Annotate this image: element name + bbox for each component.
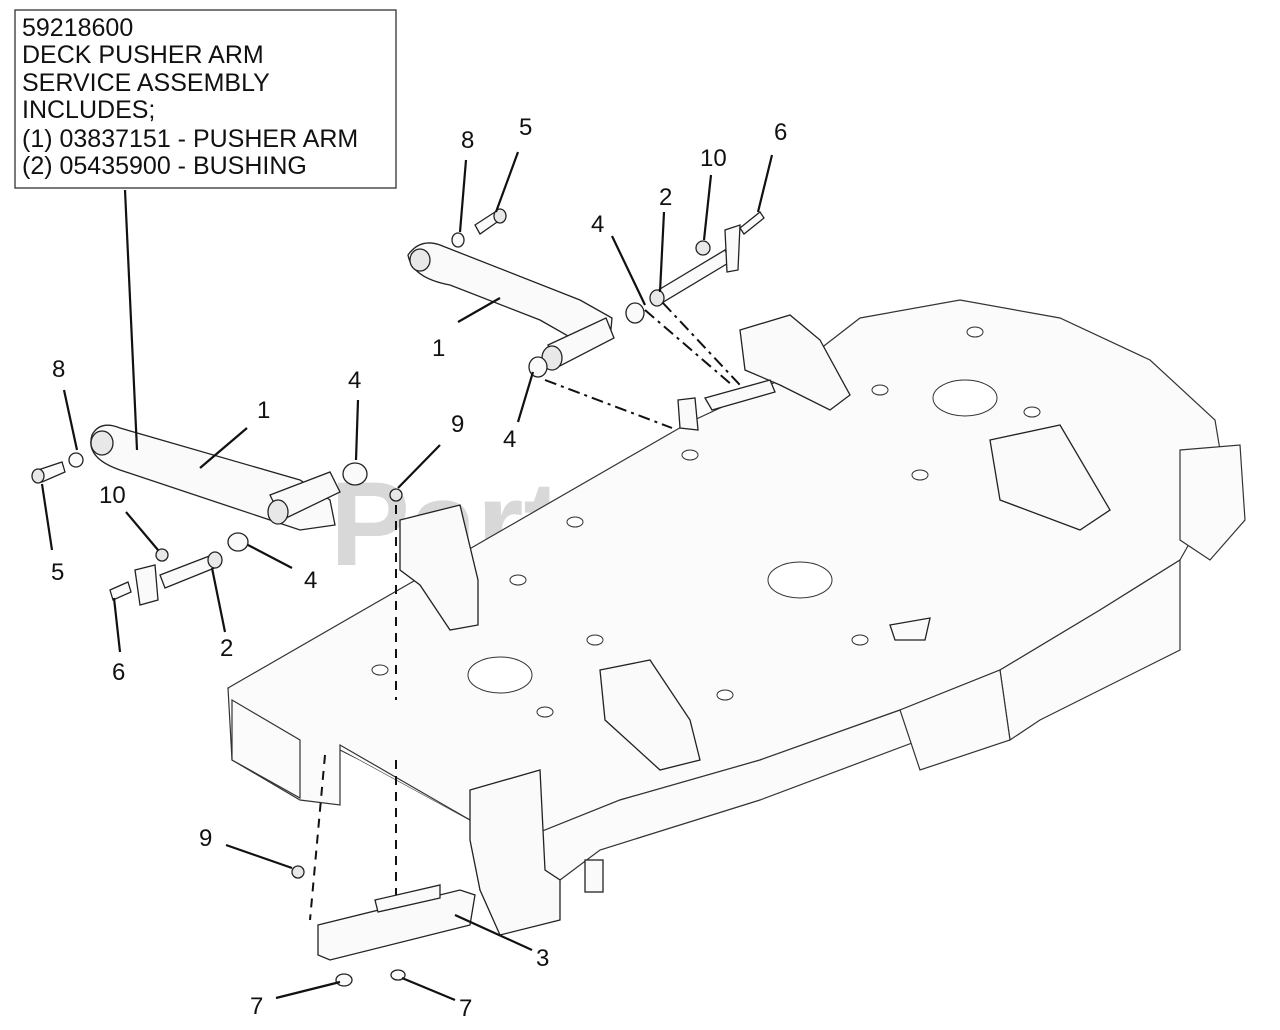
callout-4-lower-a: 4 xyxy=(348,367,361,394)
callout-1-lower: 1 xyxy=(257,397,270,424)
callout-5-lower: 5 xyxy=(51,559,64,586)
callout-2-lower: 2 xyxy=(220,635,233,662)
note-leader-line xyxy=(123,189,139,451)
service-assembly-note: 59218600 DECK PUSHER ARM SERVICE ASSEMBL… xyxy=(14,9,397,189)
callout-2-upper: 2 xyxy=(659,184,672,211)
callout-6-lower: 6 xyxy=(112,659,125,686)
callout-9-upper: 9 xyxy=(451,411,464,438)
callout-8-upper: 8 xyxy=(461,127,474,154)
upper-pusher-arm-assembly xyxy=(407,208,765,429)
note-line-6: (2) 05435900 - BUSHING xyxy=(22,152,307,180)
note-line-2: DECK PUSHER ARM xyxy=(22,41,264,69)
mower-deck xyxy=(227,299,1246,936)
callout-9-lower: 9 xyxy=(199,825,212,852)
callout-4-upper-a: 4 xyxy=(591,211,604,238)
callout-1-upper: 1 xyxy=(432,335,445,362)
callout-7-right: 7 xyxy=(459,995,472,1022)
note-line-5: (1) 03837151 - PUSHER ARM xyxy=(22,125,358,153)
callout-8-lower: 8 xyxy=(52,356,65,383)
callout-4-upper-b: 4 xyxy=(503,426,516,453)
lower-pusher-arm-assembly xyxy=(31,424,403,700)
callout-3: 3 xyxy=(536,945,549,972)
skid-plate-assembly xyxy=(291,754,476,987)
callout-6-upper: 6 xyxy=(774,119,787,146)
callout-10-lower: 10 xyxy=(99,482,126,509)
callout-5-upper: 5 xyxy=(519,114,532,141)
callout-7-left: 7 xyxy=(250,993,263,1020)
callout-labels: 8 5 10 6 2 4 1 4 8 4 1 9 10 5 4 2 6 9 3 … xyxy=(51,114,787,1022)
callout-10-upper: 10 xyxy=(700,145,727,172)
callout-4-lower-b: 4 xyxy=(304,567,317,594)
note-line-3: SERVICE ASSEMBLY xyxy=(22,69,270,97)
note-line-4: INCLUDES; xyxy=(22,96,155,124)
note-line-1: 59218600 xyxy=(22,14,133,42)
leader-lines xyxy=(40,151,774,1002)
